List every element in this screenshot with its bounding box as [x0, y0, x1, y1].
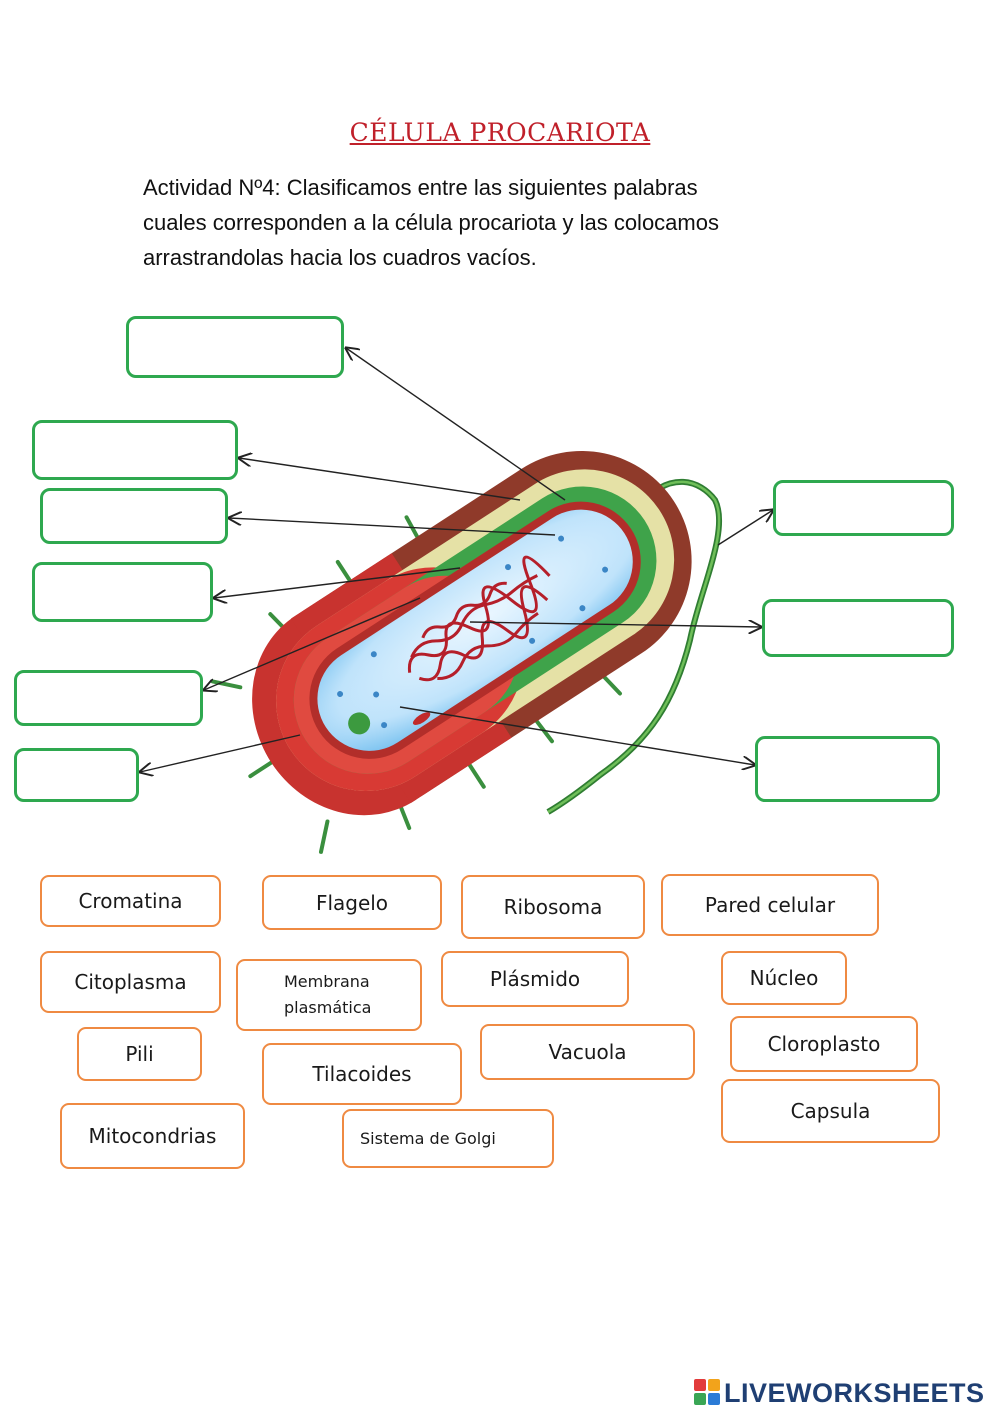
word-citoplasma[interactable]: Citoplasma: [40, 951, 221, 1013]
drop-box-5[interactable]: [14, 670, 203, 726]
chromatin: [407, 555, 551, 682]
word-cromatina[interactable]: Cromatina: [40, 875, 221, 927]
drop-box-1[interactable]: [126, 316, 344, 378]
page-title: CÉLULA PROCARIOTA: [349, 118, 651, 147]
drop-box-7[interactable]: [773, 480, 954, 536]
drop-box-3[interactable]: [40, 488, 228, 544]
drop-box-8[interactable]: [762, 599, 954, 657]
drop-box-2[interactable]: [32, 420, 238, 480]
word-membrana-line-1: Membrana: [284, 972, 370, 991]
word-nucleo[interactable]: Núcleo: [721, 951, 847, 1005]
word-vacuola[interactable]: Vacuola: [480, 1024, 695, 1080]
word-cloroplasto[interactable]: Cloroplasto: [730, 1016, 918, 1072]
liveworksheets-logo-text: LIVEWORKSHEETS: [724, 1377, 985, 1408]
word-membrana-plasmatica[interactable]: Membrana plasmática: [236, 959, 422, 1031]
instructions-line-3: arrastrandolas hacia los cuadros vacíos.: [143, 245, 537, 270]
drop-box-6[interactable]: [14, 748, 139, 802]
plasmid: [348, 712, 371, 735]
word-capsula[interactable]: Capsula: [721, 1079, 940, 1143]
word-ribosoma[interactable]: Ribosoma: [461, 875, 645, 939]
word-flagelo[interactable]: Flagelo: [262, 875, 442, 930]
word-plasmido[interactable]: Plásmido: [441, 951, 629, 1007]
word-membrana-line-2: plasmática: [284, 998, 372, 1017]
instructions: Actividad Nº4: Clasificamos entre las si…: [143, 170, 843, 275]
word-mitocondrias[interactable]: Mitocondrias: [60, 1103, 245, 1169]
liveworksheets-logo: LIVEWORKSHEETS: [694, 1376, 985, 1410]
ribosomes: [337, 535, 609, 729]
word-pared-celular[interactable]: Pared celular: [661, 874, 879, 936]
drop-box-9[interactable]: [755, 736, 940, 802]
drop-box-4[interactable]: [32, 562, 213, 622]
label-arrows: [140, 348, 773, 772]
word-pili[interactable]: Pili: [77, 1027, 202, 1081]
word-tilacoides[interactable]: Tilacoides: [262, 1043, 462, 1105]
liveworksheets-logo-icon: [694, 1379, 720, 1405]
word-sistema-golgi[interactable]: Sistema de Golgi: [342, 1109, 554, 1168]
prokaryotic-cell-diagram: [0, 0, 1000, 854]
instructions-line-2: cuales corresponden a la célula procario…: [143, 210, 719, 235]
instructions-line-1: Actividad Nº4: Clasificamos entre las si…: [143, 175, 698, 200]
